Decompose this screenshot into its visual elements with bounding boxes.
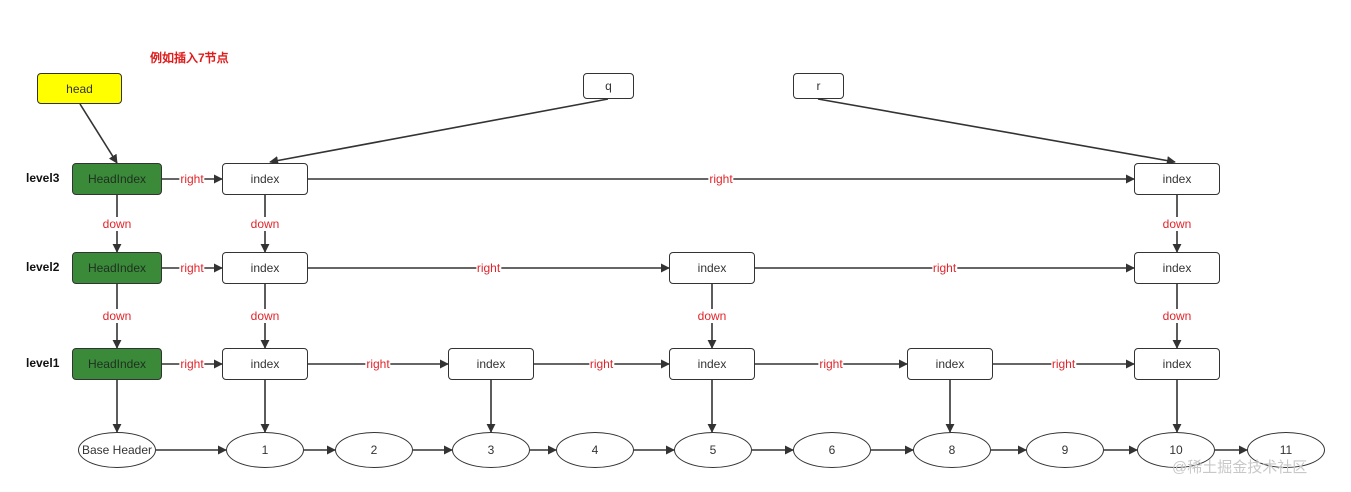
right-label: right [365,357,391,371]
index-node: index [1134,163,1220,195]
list-node: 2 [335,432,413,468]
index-node: index [222,163,308,195]
list-node: 11 [1247,432,1325,468]
level-label: level2 [26,260,60,274]
index-node: index [448,348,534,380]
right-label: right [1050,357,1077,371]
index-node: index [1134,348,1220,380]
index-node: index [669,252,755,284]
right-label: right [179,261,205,275]
right-label: right [179,357,205,371]
list-node: 9 [1026,432,1104,468]
down-label: down [101,216,133,231]
index-node: index [669,348,755,380]
base-header-node: Base Header [78,432,156,468]
insert-note: 例如插入7节点 [150,51,229,65]
list-node: 3 [452,432,530,468]
head-index-node: HeadIndex [72,163,162,195]
list-node: 4 [556,432,634,468]
index-node: index [907,348,993,380]
right-label: right [475,261,502,275]
head-index-node: HeadIndex [72,348,162,380]
list-node: 1 [226,432,304,468]
down-label: down [1161,309,1193,323]
index-node: index [222,348,308,380]
pointer-q: q [583,73,634,99]
down-label: down [101,309,133,323]
head-index-node: HeadIndex [72,252,162,284]
head-edge [79,103,118,164]
head-node: head [37,73,122,104]
list-node: 5 [674,432,752,468]
watermark: @稀土掘金技术社区 [1172,459,1308,476]
level-label: level3 [26,171,60,185]
list-node: 8 [913,432,991,468]
level-label: level1 [26,356,60,370]
right-label: right [931,261,958,275]
index-node: index [1134,252,1220,284]
down-label: down [696,309,728,323]
right-label: right [818,357,844,371]
down-label: down [249,309,281,323]
down-label: down [249,216,281,231]
down-label: down [1161,216,1193,231]
q-edge [269,98,609,165]
list-node: 10 [1137,432,1215,468]
r-edge [817,98,1176,166]
list-node: 6 [793,432,871,468]
right-label: right [588,357,615,371]
right-label: right [708,172,734,186]
pointer-r: r [793,73,844,99]
index-node: index [222,252,308,284]
right-label: right [179,172,205,186]
